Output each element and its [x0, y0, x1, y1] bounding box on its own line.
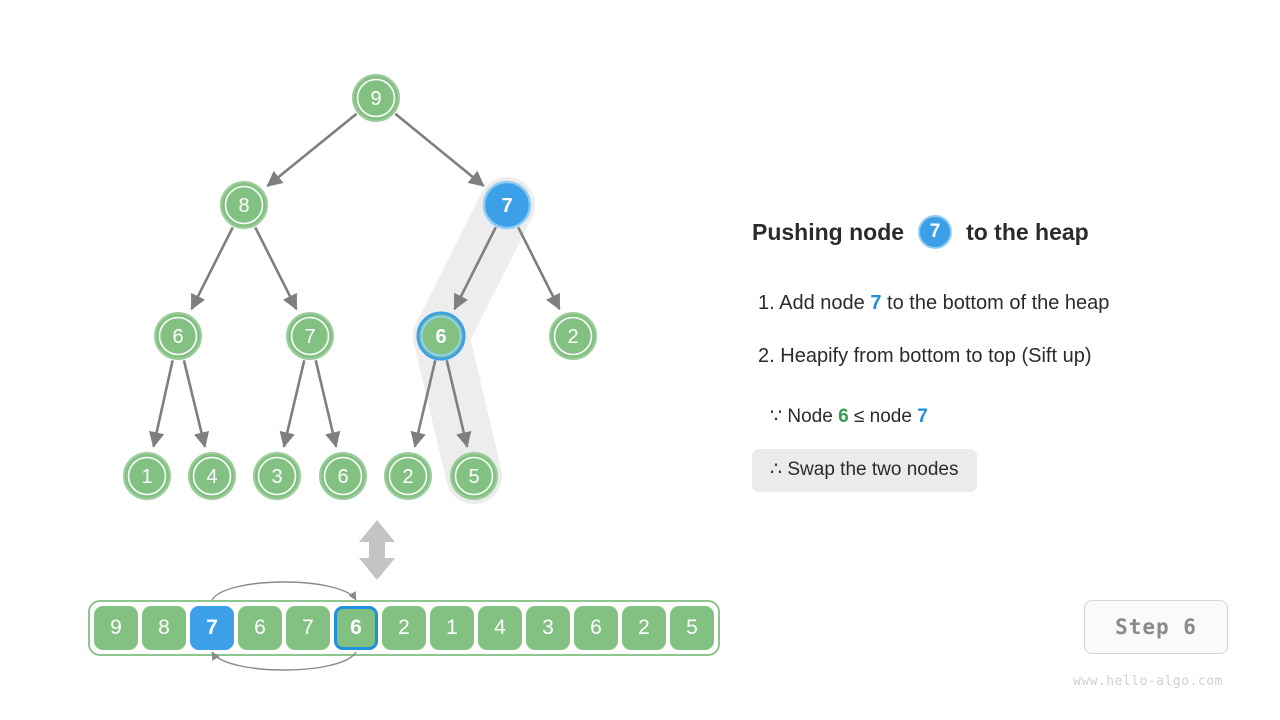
tree-node[interactable]: 5 — [450, 452, 498, 500]
tree-node-circle — [192, 456, 232, 496]
tree-node-circle — [388, 456, 428, 496]
step-2-index: 2. — [758, 345, 775, 367]
tree-node-circle — [488, 186, 526, 224]
tree-node-value: 4 — [206, 466, 217, 488]
reason-left-value: 6 — [838, 406, 849, 427]
explanation-panel: Pushing node 7 to the heap 1. Add node 7… — [752, 0, 1280, 720]
tree-node-value: 2 — [402, 466, 413, 488]
tree-edge — [190, 226, 234, 311]
tree-edge — [182, 359, 210, 448]
tree-node-circle — [454, 456, 494, 496]
tree-node[interactable]: 2 — [384, 452, 432, 500]
tree-node-value: 3 — [271, 466, 282, 488]
tree-node-value: 2 — [567, 326, 578, 348]
title-node-badge: 7 — [918, 215, 953, 249]
reason-prefix: Node — [787, 406, 833, 427]
tree-node-value: 1 — [141, 466, 152, 488]
tree-node-value: 9 — [370, 88, 381, 110]
tree-node[interactable]: 2 — [549, 312, 597, 360]
array-cell[interactable]: 5 — [670, 606, 714, 650]
tree-edge — [410, 360, 437, 448]
reason-operator: ≤ — [853, 406, 865, 427]
tree-edge — [445, 360, 472, 448]
tree-edge — [314, 360, 341, 448]
tree-edges — [149, 112, 561, 448]
tree-node[interactable]: 9 — [352, 74, 400, 122]
because-symbol: ∵ — [770, 406, 783, 427]
step-1-after: to the bottom of the heap — [887, 292, 1110, 314]
tree-node-circle — [356, 78, 396, 118]
array-cell[interactable]: 8 — [142, 606, 186, 650]
array-cell[interactable]: 6 — [238, 606, 282, 650]
tree-node-circle — [420, 315, 462, 357]
tree-edge — [149, 360, 174, 448]
tree-node-circle — [290, 316, 330, 356]
step-1-index: 1. — [758, 292, 775, 314]
tree-node-value: 7 — [501, 195, 512, 217]
conclusion-chip: ∴ Swap the two nodes — [752, 449, 977, 492]
title-prefix: Pushing node — [752, 218, 905, 245]
array-cell[interactable]: 7 — [286, 606, 330, 650]
step-2-text: Heapify from bottom to top (Sift up) — [780, 345, 1092, 367]
tree-node-value: 7 — [304, 326, 315, 348]
tree-edge — [279, 360, 306, 448]
instruction-step-2: 2. Heapify from bottom to top (Sift up) — [758, 345, 1092, 368]
tree-edge — [517, 226, 561, 311]
comparison-reason: ∵ Node 6 ≤ node 7 — [770, 405, 928, 428]
tree-edge — [254, 226, 298, 311]
tree-edge — [453, 226, 497, 311]
tree-node-value: 6 — [337, 466, 348, 488]
tree-node-circle — [224, 185, 264, 225]
tree-node-circle — [323, 456, 363, 496]
tree-svg: 9 8 7 6 7 6 2 1 4 3 6 2 5 — [123, 74, 597, 504]
array-cell[interactable]: 6 — [574, 606, 618, 650]
tree-node-value: 6 — [435, 326, 446, 348]
tree-node-circle — [158, 316, 198, 356]
array-cell[interactable]: 2 — [382, 606, 426, 650]
step-counter-badge: Step 6 — [1084, 600, 1228, 654]
therefore-symbol: ∴ — [770, 459, 783, 480]
array-cell[interactable]: 9 — [94, 606, 138, 650]
tree-node[interactable]: 4 — [188, 452, 236, 500]
tree-nodes: 9 8 7 6 7 6 2 1 4 3 6 2 5 — [123, 74, 597, 500]
tree-node-circle — [127, 456, 167, 496]
array-cell[interactable]: 2 — [622, 606, 666, 650]
step-1-before: Add node — [779, 292, 865, 314]
array-cell[interactable]: 6 — [334, 606, 378, 650]
title-suffix: to the heap — [966, 218, 1089, 245]
array-cell[interactable]: 4 — [478, 606, 522, 650]
step-1-value: 7 — [870, 292, 882, 314]
reason-mid: node — [869, 406, 912, 427]
instruction-step-1: 1. Add node 7 to the bottom of the heap — [758, 292, 1109, 315]
tree-array-link-icon — [359, 520, 395, 580]
tree-node[interactable]: 8 — [220, 181, 268, 229]
reason-right-value: 7 — [917, 406, 928, 427]
site-watermark: www.hello-algo.com — [1073, 674, 1223, 689]
tree-node-value: 8 — [238, 195, 249, 217]
tree-node-circle — [257, 456, 297, 496]
tree-node[interactable]: 3 — [253, 452, 301, 500]
tree-node-circle — [553, 316, 593, 356]
tree-node[interactable]: 6 — [319, 452, 367, 500]
tree-node[interactable]: 1 — [123, 452, 171, 500]
tree-edge — [394, 112, 485, 188]
tree-edge — [266, 112, 358, 188]
array-cell[interactable]: 7 — [190, 606, 234, 650]
tree-node-value: 6 — [172, 326, 183, 348]
conclusion-text: Swap the two nodes — [787, 459, 959, 480]
page-title: Pushing node 7 to the heap — [752, 215, 1089, 249]
array-cell[interactable]: 1 — [430, 606, 474, 650]
tree-node-value: 5 — [468, 466, 479, 488]
tree-node[interactable]: 7 — [286, 312, 334, 360]
tree-node[interactable]: 6 — [154, 312, 202, 360]
tree-node[interactable]: 6 — [416, 311, 466, 361]
tree-node[interactable]: 7 — [482, 180, 532, 230]
array-cell[interactable]: 3 — [526, 606, 570, 650]
